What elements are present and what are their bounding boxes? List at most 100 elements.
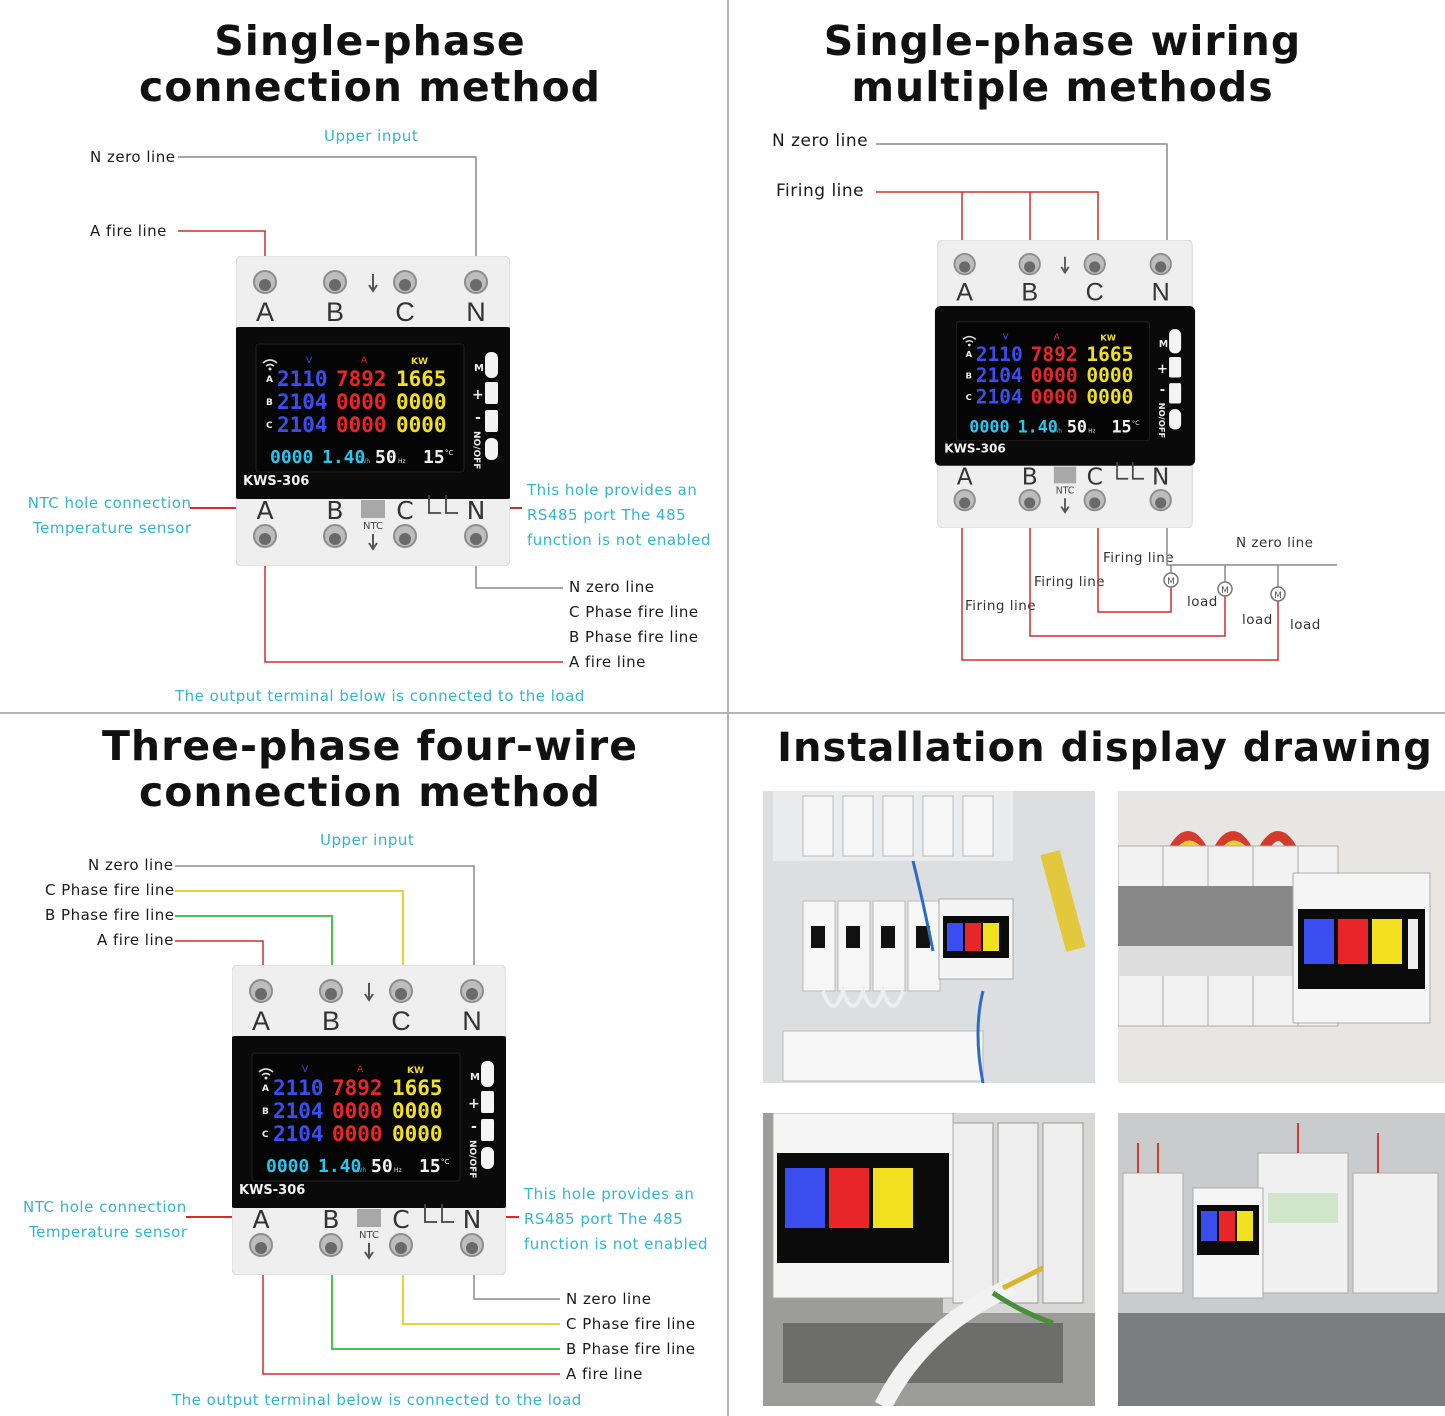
ntc-hole <box>361 500 385 518</box>
temperature-readout: 15 <box>1111 416 1131 436</box>
svg-text:B: B <box>322 1006 340 1036</box>
frequency-readout: 50 <box>375 447 397 468</box>
svg-text:A: A <box>361 356 368 366</box>
install-photo-2 <box>1118 791 1445 1083</box>
firing-line-3-label: Firing line <box>965 598 1037 614</box>
svg-text:-: - <box>1160 383 1165 398</box>
power-readout: 1665 <box>1086 343 1133 366</box>
voltage-readout: 2104 <box>976 364 1023 387</box>
svg-text:Hz: Hz <box>1088 428 1095 434</box>
svg-text:M: M <box>470 1072 480 1083</box>
svg-text:-: - <box>475 410 481 426</box>
bottom-terminal-c <box>1083 488 1106 512</box>
device-button-0[interactable] <box>485 352 498 378</box>
power-readout: 1665 <box>396 367 447 391</box>
svg-text:N: N <box>1152 463 1169 490</box>
rs485-port-icon <box>1116 462 1144 480</box>
svg-text:+: + <box>468 1096 480 1112</box>
current-readout: 0000 <box>332 1122 383 1146</box>
arrow-down-icon <box>368 274 378 293</box>
device-button-1[interactable] <box>1169 357 1182 378</box>
install-photo-1 <box>763 791 1095 1083</box>
device-button-3[interactable] <box>485 438 498 460</box>
panel-title: Single-phase connection method <box>138 17 602 111</box>
voltage-readout: 2110 <box>976 343 1023 366</box>
current-readout: 7892 <box>332 1076 383 1100</box>
firing-line-1-label: Firing line <box>1103 550 1175 566</box>
a-output-wire <box>262 1244 560 1375</box>
device-button-0[interactable] <box>481 1061 494 1087</box>
svg-text:B: B <box>326 297 344 327</box>
svg-text:C: C <box>262 1130 269 1140</box>
firing-line-2-label: Firing line <box>1034 574 1106 590</box>
model-label: KWS-306 <box>944 442 1006 456</box>
device-button-1[interactable] <box>481 1091 494 1113</box>
svg-text:1.40: 1.40 <box>322 447 365 468</box>
motor-1 <box>1163 572 1179 588</box>
power-readout: 0000 <box>396 413 447 437</box>
output-note: The output terminal below is connected t… <box>175 687 585 705</box>
svg-text:A: A <box>1054 331 1060 341</box>
firing-output-2 <box>1029 512 1226 637</box>
svg-text:B: B <box>266 398 273 408</box>
device-button-0[interactable] <box>1169 329 1182 354</box>
bottom-terminal-b <box>1018 488 1041 512</box>
bottom-terminal-a <box>253 524 277 548</box>
motor-2 <box>1217 581 1233 597</box>
svg-text:B: B <box>322 1205 339 1234</box>
motor-3 <box>1270 586 1286 602</box>
n-zero-line-label: N zero line <box>88 856 174 874</box>
vertical-divider <box>727 0 729 1416</box>
svg-text:°C: °C <box>441 1158 450 1166</box>
device-button-2[interactable] <box>485 410 498 432</box>
svg-text:NTC: NTC <box>1056 486 1075 497</box>
bottom-terminal-a <box>953 488 976 512</box>
svg-text:+: + <box>472 387 484 403</box>
top-terminal-b: B <box>323 270 347 327</box>
a-fire-line-label: A fire line <box>90 222 167 240</box>
out-b-label: B Phase fire line <box>569 628 699 646</box>
bottom-terminal-b <box>319 1233 343 1257</box>
out-c-label: C Phase fire line <box>566 1315 696 1333</box>
svg-text:C: C <box>266 421 273 431</box>
voltage-readout: 2104 <box>277 390 328 414</box>
svg-text:+: + <box>1157 362 1168 377</box>
ntc-label: NTC hole connection Temperature sensor <box>23 1198 188 1241</box>
load-3-label: load <box>1290 617 1321 633</box>
device-button-2[interactable] <box>1169 383 1182 404</box>
model-label: KWS-306 <box>243 474 309 489</box>
rs485-label: This hole provides an RS485 port The 485… <box>527 481 711 549</box>
install-photo-4 <box>1118 1113 1445 1406</box>
svg-text:Hz: Hz <box>398 458 406 465</box>
power-readout: 0000 <box>392 1122 443 1146</box>
device-button-3[interactable] <box>1169 409 1182 430</box>
wifi-icon <box>262 359 278 367</box>
top-terminal-n: N <box>464 270 488 327</box>
output-note: The output terminal below is connected t… <box>172 1391 582 1409</box>
current-readout: 0000 <box>1031 364 1078 387</box>
arrow-down-icon <box>364 1243 374 1260</box>
voltage-readout: 2104 <box>277 413 328 437</box>
svg-text:NO/OFF: NO/OFF <box>1157 403 1167 439</box>
voltage-readout: 2110 <box>273 1076 324 1100</box>
c-input-wire <box>175 890 404 990</box>
svg-text:B: B <box>966 370 972 380</box>
svg-text:M: M <box>1159 339 1168 350</box>
bottom-terminal-c <box>389 1233 413 1257</box>
wifi-icon <box>258 1068 274 1076</box>
device-button-2[interactable] <box>481 1119 494 1141</box>
svg-text:A: A <box>256 496 273 525</box>
power-readout: 0000 <box>1086 386 1133 409</box>
power-readout: 1665 <box>392 1076 443 1100</box>
svg-text:NO/OFF: NO/OFF <box>467 1140 477 1178</box>
svg-text:A: A <box>956 278 973 306</box>
device-button-1[interactable] <box>485 382 498 404</box>
wifi-icon <box>962 335 977 343</box>
svg-text:N: N <box>1152 278 1170 306</box>
n-zero-line-label: N zero line <box>90 148 176 166</box>
n-zero-line-label: N zero line <box>772 131 869 151</box>
svg-text:kWh: kWh <box>357 458 370 465</box>
device-button-3[interactable] <box>481 1147 494 1169</box>
a-fire-line-label: A fire line <box>97 931 174 949</box>
